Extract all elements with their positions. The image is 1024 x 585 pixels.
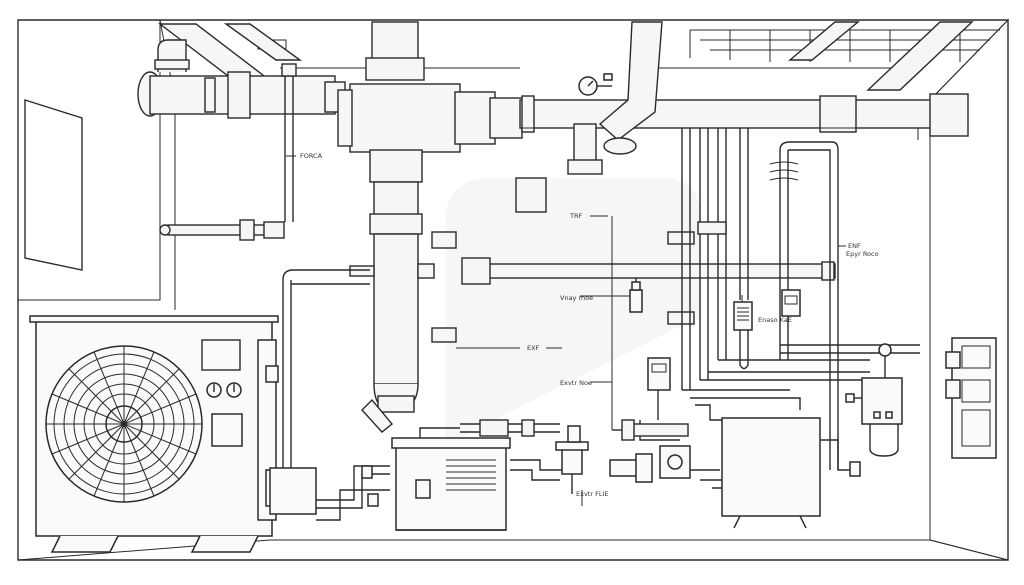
label-vnay-rnoe: Vnay rnoe [560,294,593,302]
ceiling-drop-pipe [598,21,663,155]
ac-display [201,339,241,371]
label-enaso-kae: Enaso KaE [758,316,792,324]
pressure-switch [781,289,801,317]
wall-panel [24,99,83,271]
left-thin-pipes [159,63,370,480]
leader-lines [286,155,846,506]
ac-panel [211,413,243,447]
label-exvtr-noe: Exvtr Noe [560,379,592,387]
ceiling-beam-right-2 [788,21,860,61]
outdoor-ac-unit [29,315,317,553]
valve-icon [629,278,643,313]
right-controller [845,343,903,457]
strainer [612,419,689,441]
ceiling-beam-left-2 [223,23,303,61]
main-vertical-duct [337,21,523,433]
dial-icon [206,382,242,398]
right-pipe-bundle [681,128,920,470]
storage-tank [639,417,861,529]
label-exf: EXF [527,344,540,352]
unit-piping [316,419,589,521]
ceiling-beam-right [866,21,974,91]
control-box [647,357,671,420]
filter-device [733,301,753,370]
label-epyr-roco: Epyr Roco [846,250,879,258]
wall-switch-panel [945,337,997,459]
left-wall [17,19,161,301]
mid-horizontal-pipe [349,257,836,285]
label-forca: FORCA [300,152,323,160]
central-unit [391,437,511,531]
fan-icon [45,345,203,503]
label-trf: TRF [569,212,582,220]
gauge-icon [578,73,613,96]
label-enf: ENF [848,242,861,250]
label-exvtr-flie: Exvtr FLIE [576,490,608,498]
pump-assembly [609,445,720,483]
